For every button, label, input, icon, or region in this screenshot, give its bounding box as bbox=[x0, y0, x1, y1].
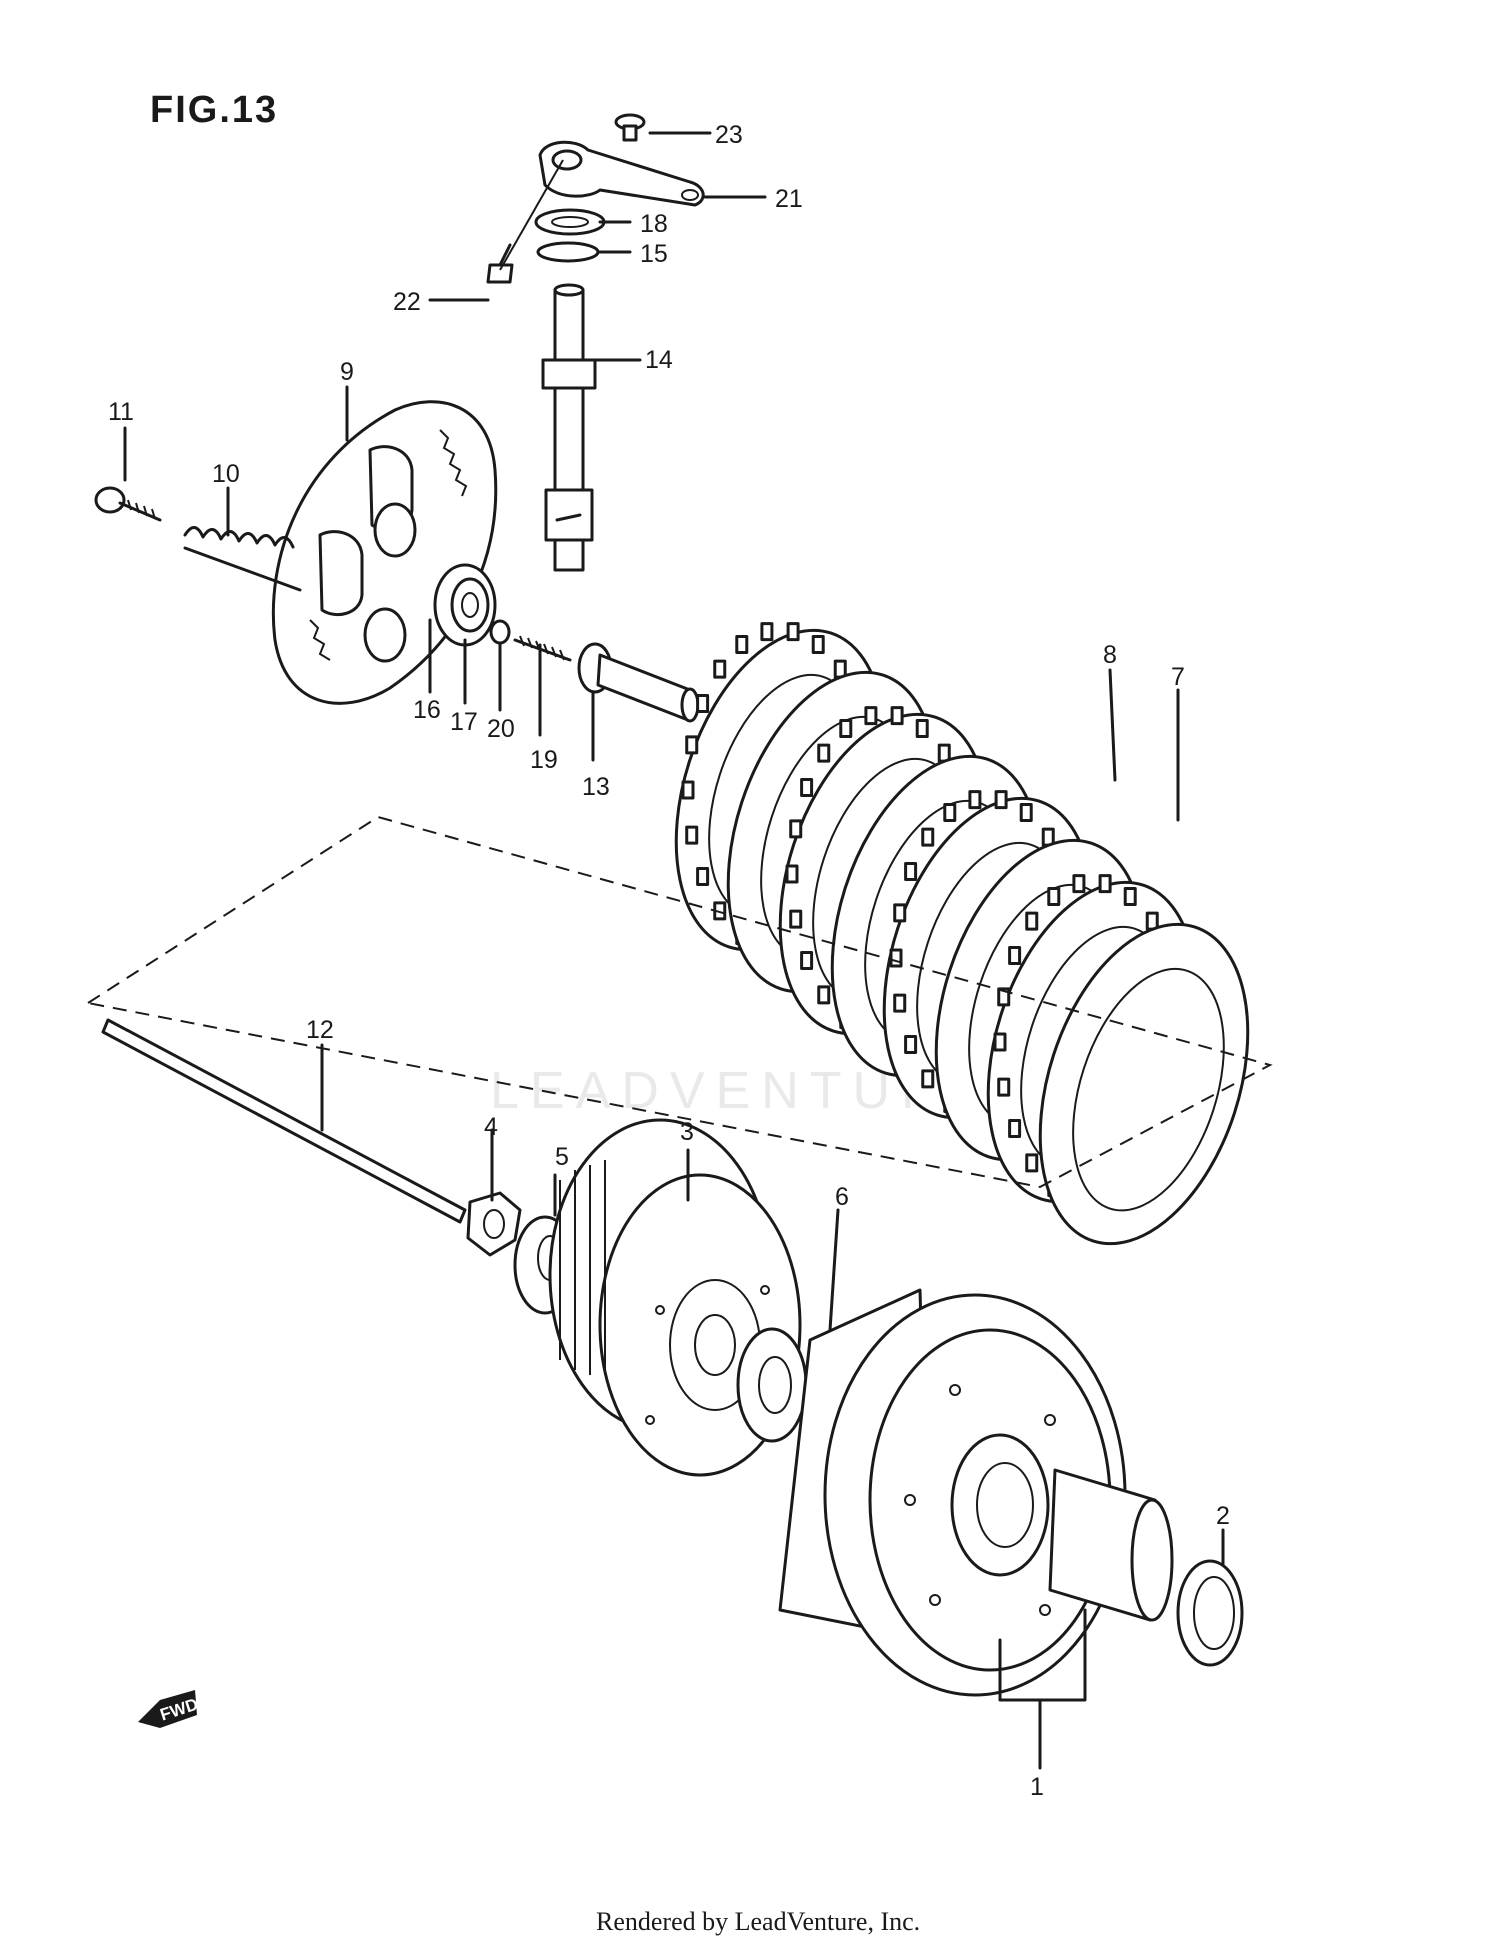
friction-tab bbox=[994, 790, 1008, 810]
callout-10: 10 bbox=[212, 460, 240, 488]
callout-17: 17 bbox=[450, 708, 478, 736]
footer-credit: Rendered by LeadVenture, Inc. bbox=[596, 1907, 920, 1936]
friction-tab bbox=[786, 622, 800, 642]
friction-tab bbox=[993, 1032, 1007, 1052]
friction-tab bbox=[713, 659, 727, 679]
thrust-washer bbox=[736, 1327, 808, 1443]
friction-tab bbox=[817, 985, 831, 1005]
friction-tab bbox=[997, 1077, 1011, 1097]
release-arm-assembly bbox=[486, 113, 705, 572]
callout-9: 9 bbox=[340, 358, 354, 386]
friction-tab bbox=[893, 993, 907, 1013]
clutch-push-rod bbox=[101, 1018, 467, 1224]
callout-2: 2 bbox=[1216, 1502, 1230, 1530]
friction-tab bbox=[904, 1035, 918, 1055]
subassembly-outline bbox=[85, 815, 1273, 1189]
callout-18: 18 bbox=[640, 210, 668, 238]
spacer-washer bbox=[1176, 1559, 1244, 1667]
callout-1: 1 bbox=[1030, 1773, 1044, 1801]
callout-19: 19 bbox=[530, 746, 558, 774]
callout-23: 23 bbox=[715, 121, 743, 149]
friction-tab bbox=[789, 909, 803, 929]
callout-14: 14 bbox=[645, 346, 673, 374]
callout-22: 22 bbox=[393, 288, 421, 316]
callout-4: 4 bbox=[484, 1113, 498, 1141]
callout-15: 15 bbox=[640, 240, 668, 268]
push-piece bbox=[577, 642, 700, 723]
friction-tab bbox=[968, 790, 982, 810]
callout-11: 11 bbox=[108, 398, 134, 426]
friction-tab bbox=[1072, 874, 1086, 894]
friction-tab bbox=[921, 827, 935, 847]
friction-tab bbox=[1025, 1153, 1039, 1173]
drive-plate bbox=[1038, 922, 1250, 1246]
friction-tab bbox=[915, 718, 929, 738]
friction-tab bbox=[696, 693, 710, 713]
callout-6: 6 bbox=[835, 1183, 849, 1211]
friction-tab bbox=[685, 735, 699, 755]
friction-tab bbox=[1008, 1119, 1022, 1139]
friction-tab bbox=[789, 819, 803, 839]
callout-5: 5 bbox=[555, 1143, 569, 1171]
friction-tab bbox=[1098, 874, 1112, 894]
primary-driven-gear-assembly bbox=[778, 1288, 1174, 1697]
figure-title: FIG.13 bbox=[150, 89, 278, 131]
friction-tab bbox=[685, 825, 699, 845]
hub-nut bbox=[466, 1191, 522, 1257]
callout-8: 8 bbox=[1103, 641, 1117, 669]
plate-inner-edge bbox=[1072, 967, 1225, 1212]
friction-tab bbox=[943, 802, 957, 822]
friction-tab bbox=[800, 777, 814, 797]
friction-tab bbox=[785, 864, 799, 884]
friction-tab bbox=[817, 743, 831, 763]
pressure-plate-assembly bbox=[94, 400, 572, 705]
friction-tab bbox=[811, 634, 825, 654]
friction-tab bbox=[893, 903, 907, 923]
friction-tab bbox=[890, 706, 904, 726]
friction-tab bbox=[1123, 886, 1137, 906]
friction-tab bbox=[696, 867, 710, 887]
forward-direction-badge: FWD bbox=[138, 1690, 200, 1728]
friction-tab bbox=[1008, 945, 1022, 965]
friction-tab bbox=[921, 1069, 935, 1089]
friction-tab bbox=[1025, 911, 1039, 931]
friction-tab bbox=[760, 622, 774, 642]
friction-tab bbox=[681, 780, 695, 800]
friction-tab bbox=[735, 634, 749, 654]
callout-13: 13 bbox=[582, 773, 610, 801]
friction-tab bbox=[864, 706, 878, 726]
clutch-plate-stack bbox=[674, 622, 1250, 1246]
friction-tab bbox=[889, 948, 903, 968]
friction-tab bbox=[904, 861, 918, 881]
friction-tab bbox=[800, 951, 814, 971]
callout-21: 21 bbox=[775, 185, 803, 213]
leader-lines bbox=[123, 131, 1225, 1770]
callout-16: 16 bbox=[413, 696, 441, 724]
callout-20: 20 bbox=[487, 715, 515, 743]
callout-7: 7 bbox=[1171, 663, 1185, 691]
friction-tab bbox=[997, 987, 1011, 1007]
friction-tab bbox=[1047, 886, 1061, 906]
callout-labels: 1 2 3 4 5 6 7 8 9 10 11 12 13 14 15 16 1… bbox=[108, 121, 1230, 1801]
friction-tab bbox=[839, 718, 853, 738]
callout-12: 12 bbox=[306, 1016, 334, 1044]
friction-tab bbox=[1019, 802, 1033, 822]
callout-3: 3 bbox=[680, 1118, 694, 1146]
